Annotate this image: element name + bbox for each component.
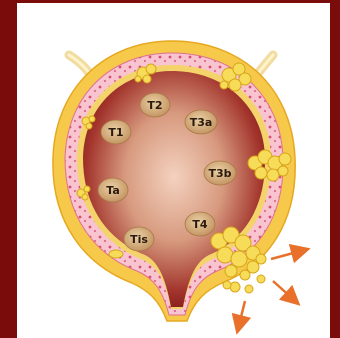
- stage-label-t1: T1: [101, 120, 131, 144]
- tumor-tis: [109, 250, 123, 258]
- stage-label-t4-text: T4: [192, 218, 208, 231]
- stage-label-t3b-text: T3b: [208, 167, 231, 180]
- stage-label-t3a-text: T3a: [190, 116, 213, 129]
- stage-label-t3b: T3b: [204, 161, 236, 185]
- stage-label-tis: Tis: [124, 227, 154, 251]
- stage-label-t3a: T3a: [185, 110, 217, 134]
- stage-label-t2-text: T2: [147, 99, 162, 112]
- stage-label-t4: T4: [185, 212, 215, 236]
- bladder-cancer-staging-diagram: T2 T3a T1 T3b Ta T4: [17, 3, 330, 338]
- stage-label-ta-text: Ta: [106, 184, 120, 197]
- diagram-panel: T2 T3a T1 T3b Ta T4: [17, 3, 330, 338]
- stage-label-t1-text: T1: [108, 126, 123, 139]
- stage-label-tis-text: Tis: [130, 233, 148, 246]
- stage-label-ta: Ta: [98, 178, 128, 202]
- stage-label-t2: T2: [140, 93, 170, 117]
